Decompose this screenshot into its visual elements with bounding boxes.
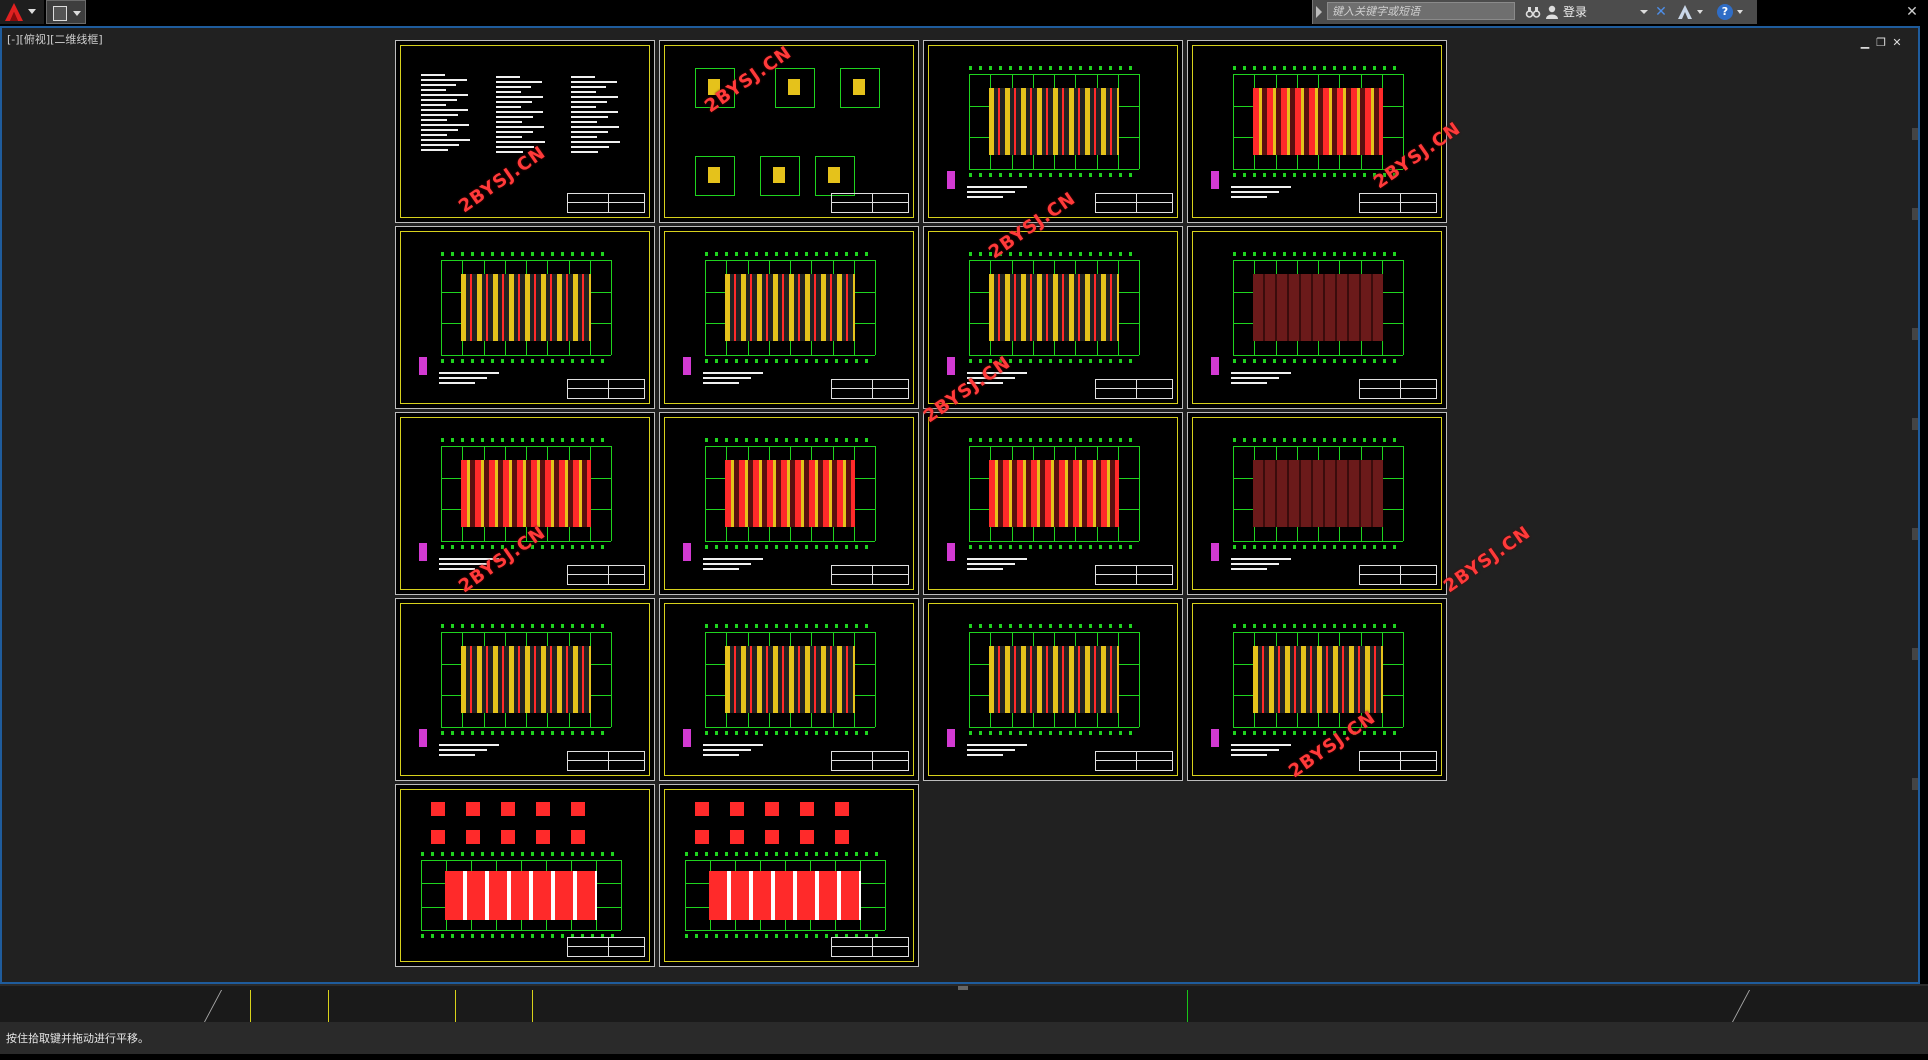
drawing-sheet[interactable]	[923, 40, 1183, 223]
app-menu-button[interactable]	[0, 0, 44, 24]
drawing-sheet[interactable]	[1187, 226, 1447, 409]
layout-tabs-strip[interactable]	[0, 984, 1928, 1024]
chevron-down-icon[interactable]	[1737, 10, 1743, 14]
search-input[interactable]	[1327, 2, 1515, 20]
strip-divider	[1187, 990, 1188, 1022]
chevron-down-icon[interactable]	[1697, 10, 1703, 14]
strip-divider	[328, 990, 329, 1022]
strip-divider	[202, 990, 223, 1024]
strip-divider	[1730, 990, 1751, 1024]
user-icon[interactable]	[1545, 4, 1559, 20]
minimize-icon[interactable]: ▁	[1860, 36, 1870, 49]
restore-icon[interactable]: ❐	[1876, 36, 1886, 49]
drawing-sheet[interactable]	[659, 784, 919, 967]
watermark-stamp: 2BYSJ.CN	[1440, 522, 1535, 598]
chevron-down-icon[interactable]	[1640, 10, 1648, 14]
quick-access-icon	[53, 6, 67, 21]
right-edge-markers	[1912, 128, 1918, 888]
drawing-sheet[interactable]	[659, 226, 919, 409]
status-message: 按住拾取键并拖动进行平移。	[6, 1032, 149, 1045]
chevron-down-icon	[28, 9, 36, 14]
command-status-bar: 按住拾取键并拖动进行平移。	[0, 1022, 1928, 1054]
drawing-sheet[interactable]	[923, 226, 1183, 409]
drawing-sheet[interactable]	[923, 412, 1183, 595]
drawing-sheet[interactable]	[395, 226, 655, 409]
close-icon[interactable]: ✕	[1892, 36, 1902, 49]
drawing-sheet[interactable]	[659, 412, 919, 595]
app-logo-icon	[5, 3, 23, 21]
expand-search-icon[interactable]	[1316, 6, 1322, 18]
chevron-down-icon	[73, 11, 81, 16]
help-icon[interactable]: ?	[1717, 4, 1733, 20]
a360-icon[interactable]	[1677, 4, 1693, 20]
title-bar: 登录 ✕ ? ✕	[0, 0, 1928, 26]
horizontal-scroll-thumb[interactable]	[958, 986, 968, 990]
viewport-window-controls: ▁ ❐ ✕	[1856, 31, 1908, 49]
drawing-sheet[interactable]	[1187, 412, 1447, 595]
quick-access-button[interactable]	[46, 0, 86, 24]
drawing-sheet[interactable]	[1187, 40, 1447, 223]
login-button[interactable]: 登录	[1563, 5, 1588, 19]
x-exchange-icon[interactable]: ✕	[1655, 4, 1667, 20]
bottom-edge	[0, 1054, 1928, 1060]
strip-divider	[250, 990, 251, 1022]
drawing-sheet[interactable]	[923, 598, 1183, 781]
binoculars-icon[interactable]	[1525, 4, 1541, 20]
drawing-sheet[interactable]	[659, 40, 919, 223]
drawing-sheet[interactable]	[1187, 598, 1447, 781]
close-icon[interactable]: ✕	[1906, 4, 1918, 20]
infocenter-toolbar: 登录 ✕ ?	[1312, 0, 1757, 24]
viewport-controls-label[interactable]: [-][俯视][二维线框]	[7, 33, 103, 46]
drawing-sheet[interactable]	[659, 598, 919, 781]
drawing-sheet[interactable]	[395, 412, 655, 595]
drawing-sheet[interactable]	[395, 784, 655, 967]
strip-divider	[455, 990, 456, 1022]
strip-divider	[532, 990, 533, 1022]
drawing-sheet[interactable]	[395, 40, 655, 223]
drawing-sheet[interactable]	[395, 598, 655, 781]
